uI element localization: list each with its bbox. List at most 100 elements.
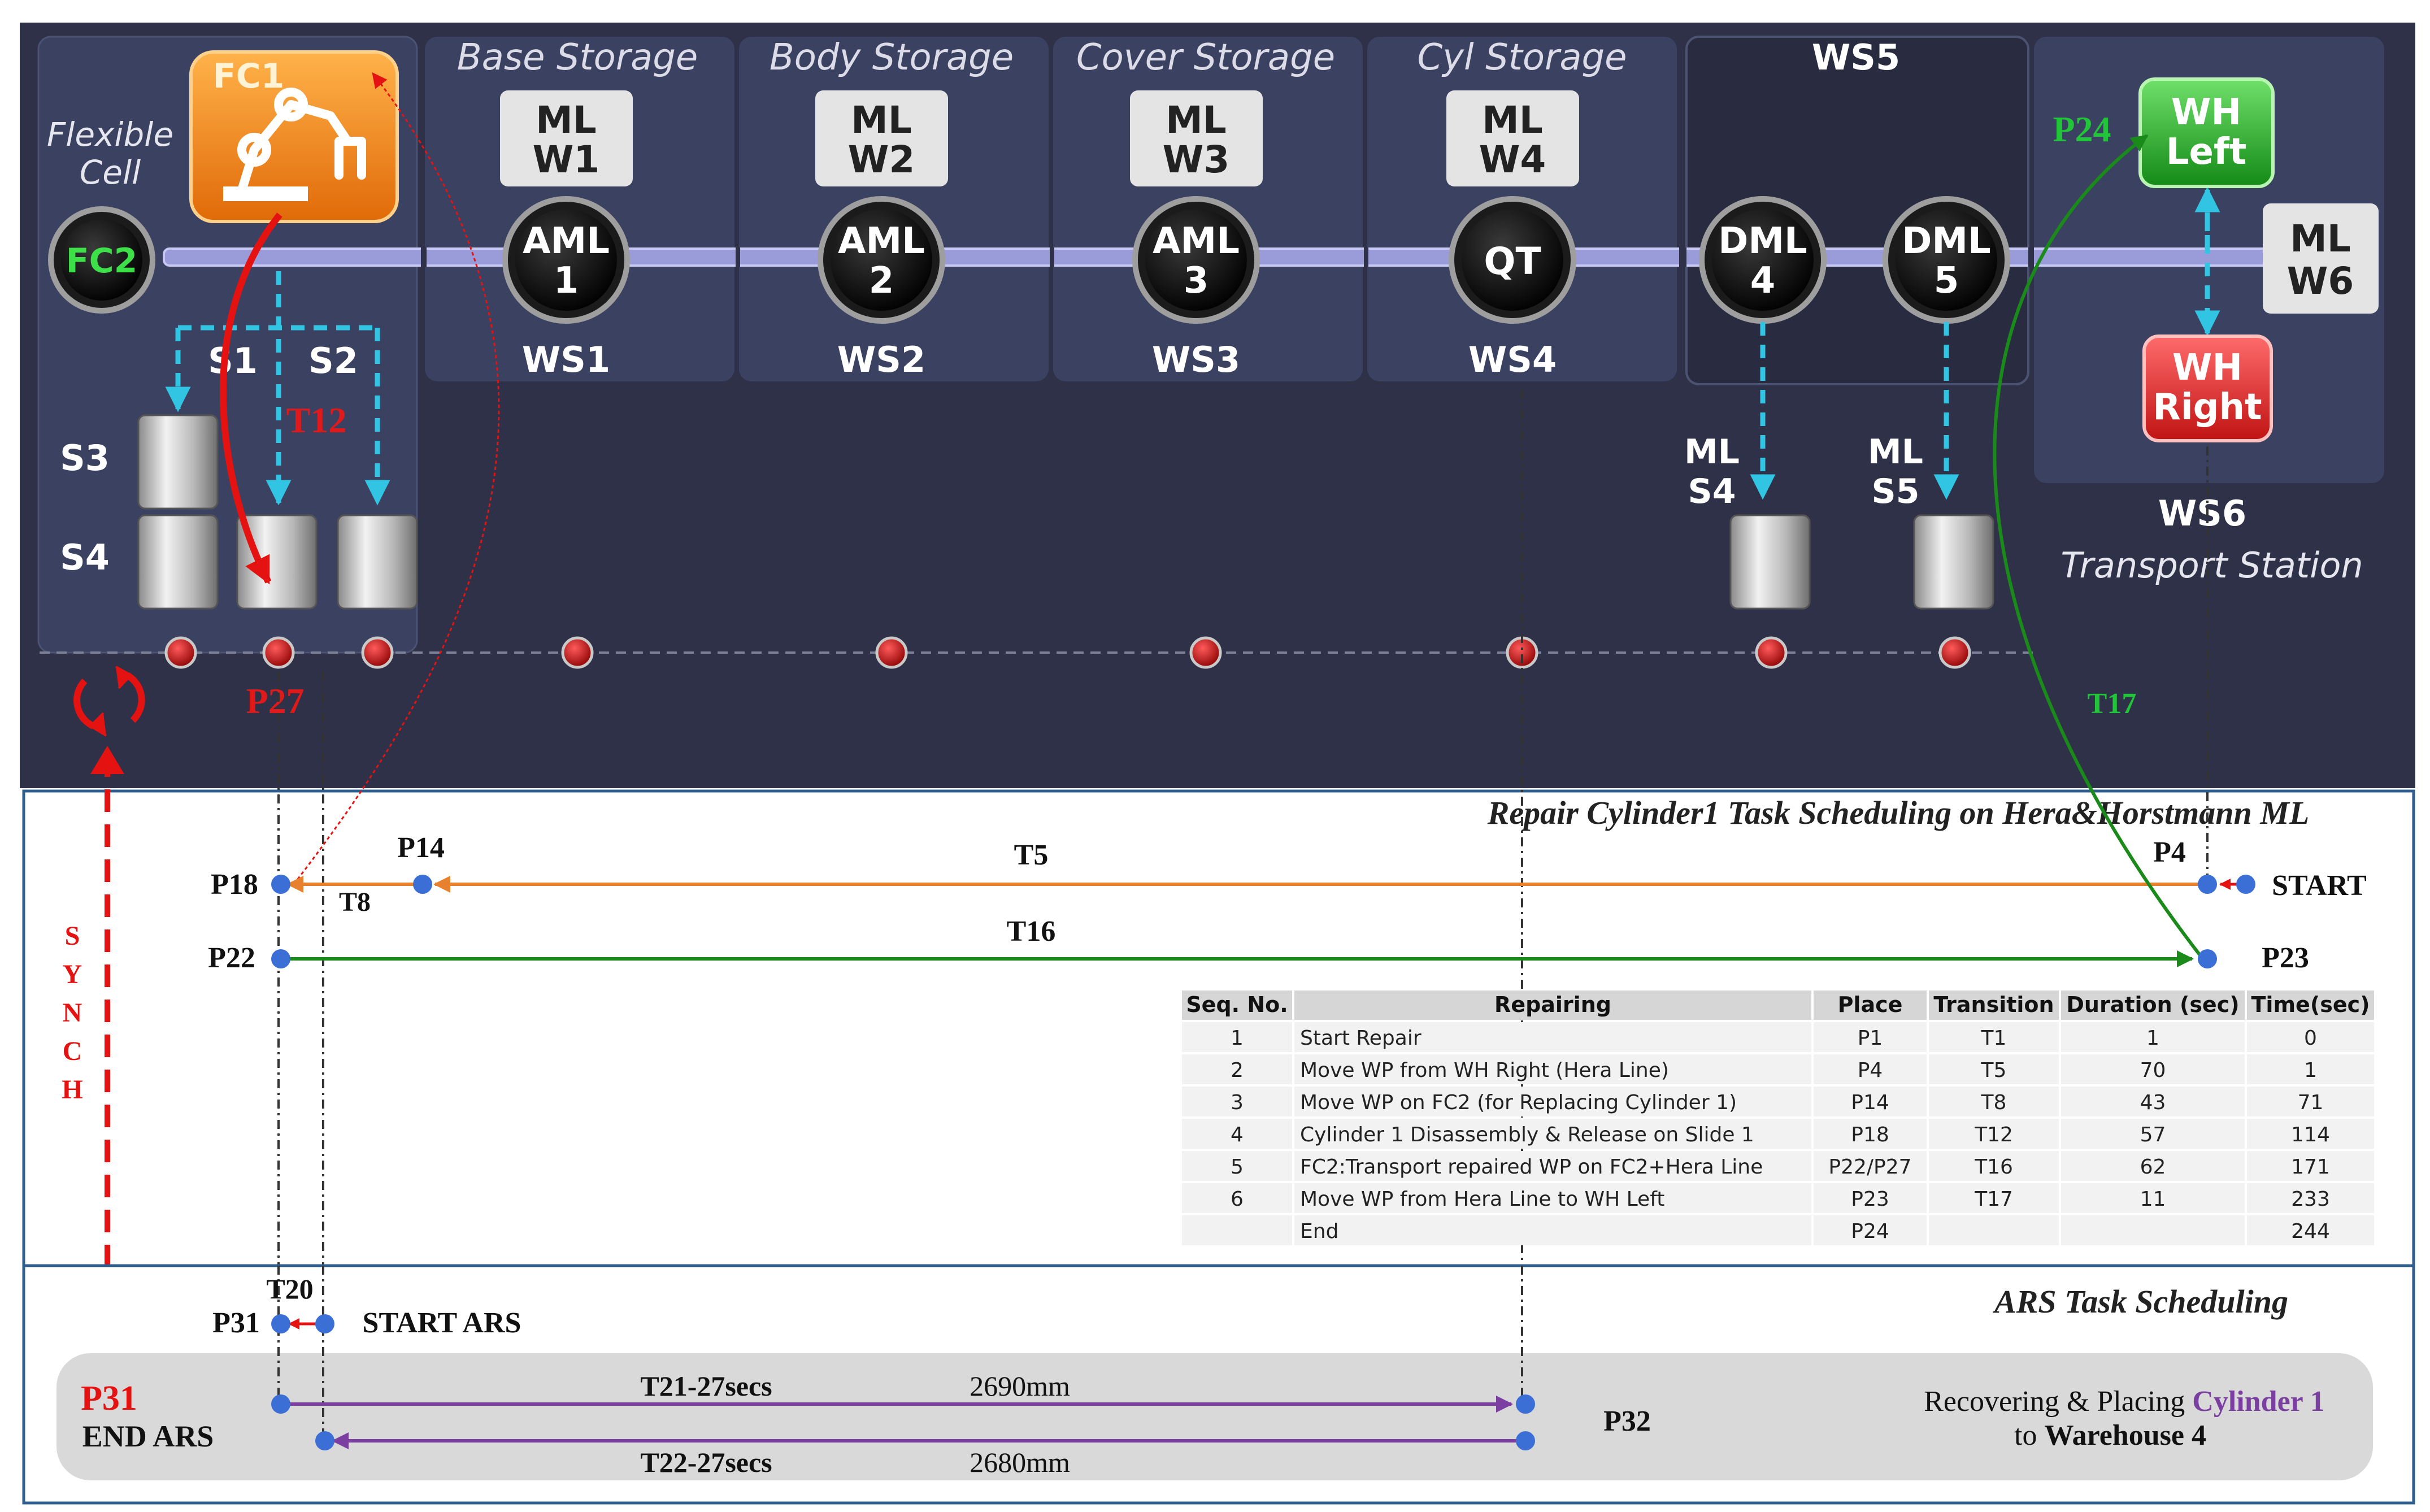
t20-label: T20 — [266, 1273, 313, 1305]
qt-label: QT — [1484, 240, 1541, 283]
table-cell — [1814, 1215, 1927, 1245]
table-header-cell — [1929, 990, 2059, 1020]
synch-label-bg — [54, 915, 93, 1113]
wh-left-button[interactable]: WH Left — [2138, 77, 2275, 188]
t17-curve — [1993, 134, 2202, 957]
cylinder-slides — [137, 414, 1994, 610]
table-cell — [1294, 1054, 1811, 1084]
dml4-node[interactable]: DML 4 — [1699, 196, 1827, 324]
t22-distance: 2680mm — [970, 1446, 1070, 1478]
table-cell-text: 71 — [2298, 1091, 2324, 1114]
cover-storage-title: Cover Storage — [1076, 37, 1335, 79]
table-header-text: Place — [1838, 992, 1903, 1017]
aml1-node[interactable]: AML 1 — [502, 196, 630, 324]
fc2-node[interactable]: FC2 — [48, 206, 155, 314]
warehouse-ml-w6[interactable]: ML W6 — [2263, 203, 2379, 314]
table-header-cell — [1182, 990, 1292, 1020]
table-cell-text: 0 — [2304, 1027, 2317, 1050]
table-cell-text: 57 — [2140, 1123, 2166, 1146]
table-cell — [1929, 1183, 2059, 1213]
table-cell-text: 244 — [2291, 1220, 2330, 1243]
wh-right-line1: WH — [2172, 347, 2242, 389]
aml2-line1: AML — [838, 220, 925, 262]
ws3-label: WS3 — [1152, 339, 1240, 380]
table-cell — [1929, 1215, 2059, 1245]
warehouse-ml-w2[interactable]: ML W2 — [815, 90, 948, 186]
ml-w2-line2: W2 — [848, 138, 915, 181]
warehouse-ml-w3[interactable]: ML W3 — [1130, 90, 1263, 186]
warehouse-ml-w4[interactable]: ML W4 — [1446, 90, 1579, 186]
table-cell — [2061, 1215, 2245, 1245]
table-cell-text: End — [1300, 1220, 1338, 1243]
fc1-robot-cell[interactable]: FC1 — [189, 50, 399, 223]
table-header-cell — [1294, 990, 1811, 1020]
table-cell — [2247, 1087, 2374, 1116]
t12-arrow — [219, 212, 282, 585]
fc1-label: FC1 — [213, 57, 285, 96]
table-cell — [1814, 1022, 1927, 1052]
table-cell — [1929, 1151, 2059, 1181]
p14-label: P14 — [397, 832, 445, 864]
t17-label: T17 — [2088, 688, 2137, 720]
table-cell-text: 1 — [2304, 1059, 2317, 1082]
wh-left-line1: WH — [2171, 92, 2241, 133]
table-cell-text: Move WP from Hera Line to WH Left — [1300, 1188, 1664, 1211]
repair-place-dots — [271, 875, 2255, 968]
table-cell — [1294, 1119, 1811, 1149]
repair-title: Repair Cylinder1 Task Scheduling on Hera… — [1487, 794, 2310, 831]
table-cell — [1294, 1215, 1811, 1245]
slide-arrows — [165, 186, 2220, 506]
table-header-cell — [2247, 990, 2374, 1020]
flexible-cell-label-line1: Flexible — [47, 115, 173, 154]
table-cell — [2247, 1215, 2374, 1245]
wh-left-line2: Left — [2166, 131, 2247, 173]
sync-icon[interactable] — [73, 666, 145, 737]
table-cell — [1814, 1183, 1927, 1213]
aml3-node[interactable]: AML 3 — [1132, 196, 1260, 324]
table-cell-text: T8 — [1981, 1091, 2007, 1114]
cylinder-s1 — [236, 514, 318, 610]
body-storage-title: Body Storage — [770, 37, 1014, 79]
ars-timing-guides — [277, 1266, 1523, 1441]
qt-node[interactable]: QT — [1449, 196, 1576, 324]
table-cell — [1294, 1087, 1811, 1116]
aml2-node[interactable]: AML 2 — [818, 196, 945, 324]
ml-w3-line1: ML — [1166, 98, 1227, 142]
cylinder-ml-s4 — [1729, 514, 1811, 610]
ml-s4-line2: S4 — [1688, 472, 1736, 511]
t5-label: T5 — [1014, 839, 1049, 871]
start-label: START — [2272, 870, 2367, 902]
table-cell — [1929, 1054, 2059, 1084]
wh-right-button[interactable]: WH Right — [2142, 334, 2273, 442]
table-cell — [1182, 1054, 1292, 1084]
table-cell — [2247, 1151, 2374, 1181]
synch-arrow-up — [90, 746, 124, 774]
base-storage-title: Base Storage — [457, 37, 698, 79]
synch-letter-s: S — [65, 921, 80, 951]
table-cell — [1294, 1022, 1811, 1052]
table-cell-text: P23 — [1851, 1188, 1889, 1211]
table-cell-text: T17 — [1974, 1188, 2013, 1211]
t8-label: T8 — [339, 887, 371, 917]
ml-s5-line1: ML — [1868, 432, 1923, 472]
dml5-node[interactable]: DML 5 — [1883, 196, 2010, 324]
table-header-text: Seq. No. — [1186, 992, 1288, 1017]
ml-w3-line2: W3 — [1163, 138, 1230, 181]
warehouse-4-text: Warehouse 4 — [2044, 1419, 2206, 1452]
to-text: to — [2014, 1419, 2044, 1452]
table-header-cell — [1814, 990, 1927, 1020]
dml5-line2: 5 — [1934, 260, 1959, 302]
cylinder-ml-s5 — [1913, 514, 1994, 610]
ars-title: ARS Task Scheduling — [1993, 1283, 2288, 1320]
table-header-text: Duration (sec) — [2066, 992, 2239, 1017]
cylinder-s3 — [137, 414, 219, 510]
p31-label: P31 — [212, 1307, 260, 1339]
sensor-dots — [164, 636, 1971, 669]
table-cell-text: 43 — [2140, 1091, 2166, 1114]
p31-end-label: P31 — [81, 1379, 137, 1418]
table-cell-text: 2 — [1231, 1059, 1244, 1082]
warehouse-ml-w1[interactable]: ML W1 — [500, 90, 633, 186]
slide-s1-label: S1 — [208, 340, 258, 381]
table-cell-text: 70 — [2140, 1059, 2166, 1082]
